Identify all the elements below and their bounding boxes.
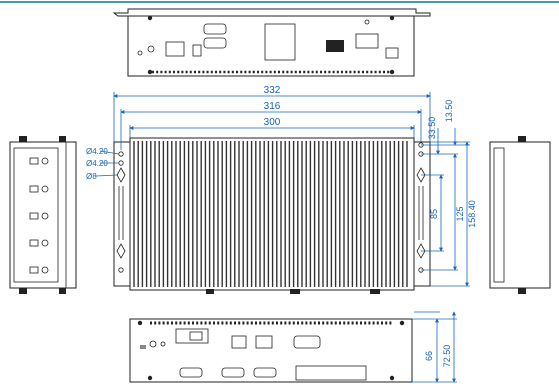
screw-icon [147,69,153,75]
screw-icon [389,15,395,21]
horizontal-dimensions: 332 316 300 [113,85,431,150]
dim-label-13-50: 13.50 [444,100,454,123]
vertical-dimensions: 158.40 125 85 33.50 13.50 [421,100,477,287]
dim-label-332: 332 [264,85,281,96]
keyhole-slot-icon [116,167,126,183]
depth-dimensions: 66 72.50 [412,311,457,383]
left-side-view [9,136,77,294]
front-panel-view [129,318,413,383]
keyhole-slot-icon [116,243,126,259]
dim-label-72-50: 72.50 [442,345,452,368]
screw-icon [147,375,153,381]
screw-icon [147,15,153,21]
heatsink-fins [133,141,408,287]
dim-label-85: 85 [429,209,439,219]
screw-icon [389,375,395,381]
main-top-view [113,137,431,294]
dim-label-158-40: 158.40 [467,200,477,228]
screw-icon [399,320,405,326]
mounting-hole-icon [118,267,124,273]
dim-label-300: 300 [264,117,281,128]
dim-label-33-50: 33.50 [427,117,437,140]
hole-callouts: Ø4.20 Ø4.20 Ø8 [86,147,120,181]
dim-label-66: 66 [424,351,434,361]
screw-icon [137,320,143,326]
hole-callout-2: Ø4.20 [86,159,108,168]
dim-label-125: 125 [455,206,465,221]
hole-callout-3: Ø8 [86,172,97,181]
keyhole-slot-icon [416,167,426,183]
hole-callout-1: Ø4.20 [86,147,108,156]
rear-panel-view [112,8,431,77]
keyhole-slot-icon [416,243,426,259]
right-side-view [489,136,551,294]
dim-label-316: 316 [264,101,281,112]
